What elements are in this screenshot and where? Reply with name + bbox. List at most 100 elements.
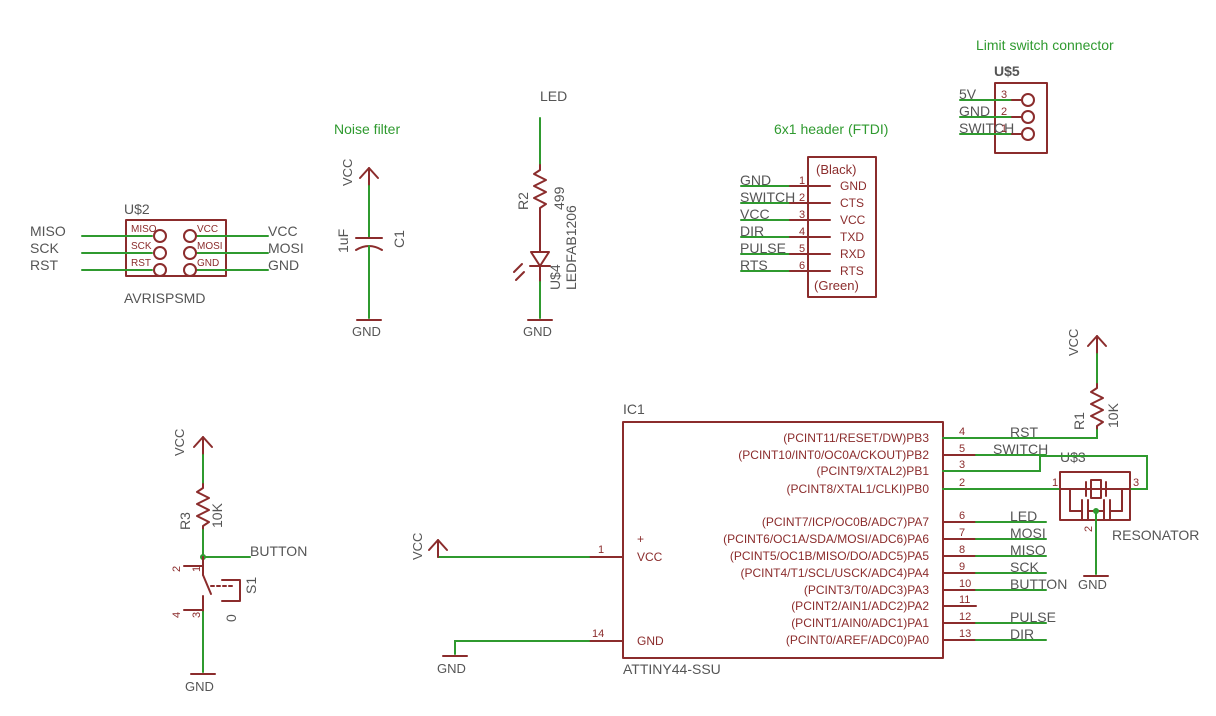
limit-net-label: 5V: [959, 86, 977, 102]
ftdi-pin-number: 2: [799, 192, 805, 204]
isp-header-body: [125, 219, 227, 277]
mcu-net-label: BUTTON: [1010, 576, 1067, 592]
limit-switch-title: Limit switch connector: [976, 37, 1114, 53]
noise-filter-title: Noise filter: [334, 121, 400, 137]
switch-ref: S1: [243, 577, 259, 594]
mcu-vcc-pin-name: VCC: [637, 550, 663, 564]
vcc-label: VCC: [172, 429, 187, 456]
resonator-pin-number: 2: [1083, 526, 1095, 532]
isp-ref: U$2: [124, 201, 150, 217]
mcu-value: ATTINY44-SSU: [623, 661, 721, 677]
mcu-pin-name: (PCINT8/XTAL1/CLKI)PB0: [787, 482, 930, 496]
resonator: U$3 RESONATOR GND 1 2 3: [942, 449, 1199, 592]
mcu-net-label: DIR: [1010, 626, 1034, 642]
led-resistor-value: 499: [551, 186, 567, 210]
limit-switch-ref: U$5: [994, 63, 1020, 79]
led-indicator: LED R2 499 U$4 LEDFAB1206 GND: [513, 88, 579, 339]
mcu-pin-name: (PCINT6/OC1A/SDA/MOSI/ADC6)PA6: [723, 532, 929, 546]
mcu-net-label: RST: [1010, 424, 1038, 440]
net-label: MISO: [30, 223, 66, 239]
mcu-pin-number: 3: [959, 459, 965, 471]
limit-pin-pad: [1021, 110, 1035, 124]
ftdi-pin-name: RXD: [840, 247, 866, 261]
isp-pin-label: RST: [131, 258, 151, 269]
gnd-label: GND: [352, 324, 381, 339]
mcu-pin-name: (PCINT7/ICP/OC0B/ADC7)PA7: [762, 515, 929, 529]
isp-pin-label: VCC: [197, 224, 218, 235]
vcc-label: VCC: [410, 533, 425, 560]
gnd-label: GND: [523, 324, 552, 339]
mcu-pin-name: (PCINT9/XTAL2)PB1: [817, 464, 930, 478]
gnd-label: GND: [1078, 577, 1107, 592]
resonator-value: RESONATOR: [1112, 527, 1199, 543]
ftdi-pin-number: 3: [799, 209, 805, 221]
isp-pin-label: MISO: [131, 224, 157, 235]
gnd-label: GND: [185, 679, 214, 694]
ftdi-title: 6x1 header (FTDI): [774, 121, 888, 137]
switch-pin-number: 3: [191, 612, 203, 618]
led-resistor-ref: R2: [515, 192, 531, 210]
ftdi-pin-number: 4: [799, 226, 805, 238]
mcu-pin-number: 4: [959, 426, 965, 438]
button-circuit: VCC R3 10K BUTTON 2 1 4 3 S1 0 GND: [171, 429, 307, 694]
reset-pullup: VCC R1 10K: [942, 329, 1121, 439]
mcu-pin-name: (PCINT10/INT0/OC0A/CKOUT)PB2: [738, 448, 929, 462]
net-label: RST: [30, 257, 58, 273]
gnd-label: GND: [437, 661, 466, 676]
isp-pin-label: GND: [197, 258, 219, 269]
switch-value: 0: [223, 614, 239, 622]
net-label: GND: [268, 257, 299, 273]
isp-value: AVRISPSMD: [124, 290, 205, 306]
limit-net-label: SWITCH: [959, 120, 1014, 136]
mcu-pin-number: 14: [592, 628, 604, 640]
ftdi-pin-number: 1: [799, 175, 805, 187]
led-net-label: LED: [540, 88, 567, 104]
switch-pin-number: 2: [171, 566, 183, 572]
mcu-pin-name: (PCINT1/AIN0/ADC1)PA1: [791, 616, 929, 630]
mcu-pin-number: 6: [959, 510, 965, 522]
microcontroller: IC1 ATTINY44-SSU + VCC GND 1 14 VCC GND …: [410, 401, 1067, 677]
button-net-label: BUTTON: [250, 543, 307, 559]
vcc-label: VCC: [1066, 329, 1081, 356]
capacitor-value: 1uF: [335, 229, 351, 253]
isp-pin-label: MOSI: [197, 241, 223, 252]
reset-resistor-ref: R1: [1071, 412, 1087, 430]
mcu-pin-number: 11: [959, 594, 970, 606]
reset-resistor-value: 10K: [1105, 402, 1121, 428]
ftdi-pin-name: CTS: [840, 196, 864, 210]
mcu-pin-name: (PCINT4/T1/SCL/USCK/ADC4)PA4: [741, 566, 930, 580]
limit-pin-number: 2: [1001, 106, 1007, 118]
net-label: MOSI: [268, 240, 304, 256]
ftdi-pin-name: RTS: [840, 264, 864, 278]
mcu-net-label: MISO: [1010, 542, 1046, 558]
ftdi-pin-number: 5: [799, 243, 805, 255]
mcu-pin-number: 10: [959, 578, 971, 590]
noise-filter-capacitor: Noise filter VCC GND 1uF C1: [334, 121, 407, 339]
ftdi-pin-name: TXD: [840, 230, 864, 244]
led-diode-ref: U$4: [547, 264, 563, 290]
net-label: VCC: [268, 223, 298, 239]
mcu-net-label: MOSI: [1010, 525, 1046, 541]
ftdi-net-label: GND: [740, 172, 771, 188]
mcu-pin-number: 12: [959, 611, 971, 623]
mcu-ref: IC1: [623, 401, 645, 417]
resonator-pin-number: 3: [1133, 477, 1139, 489]
mcu-pin-name: (PCINT0/AREF/ADC0)PA0: [786, 633, 929, 647]
mcu-net-label: PULSE: [1010, 609, 1056, 625]
limit-net-label: GND: [959, 103, 990, 119]
mcu-pin-number: 2: [959, 477, 965, 489]
mcu-pin-number: 13: [959, 628, 971, 640]
ftdi-top-label: (Black): [816, 162, 856, 177]
ftdi-header-body: [807, 156, 877, 298]
switch-pin-number: 4: [171, 612, 183, 618]
ftdi-net-label: SWITCH: [740, 189, 795, 205]
vcc-label: VCC: [340, 159, 355, 186]
mcu-vcc-dot: +: [637, 532, 644, 546]
mcu-pin-name: (PCINT3/T0/ADC3)PA3: [804, 583, 929, 597]
mcu-pin-name: (PCINT5/OC1B/MISO/DO/ADC5)PA5: [730, 549, 929, 563]
